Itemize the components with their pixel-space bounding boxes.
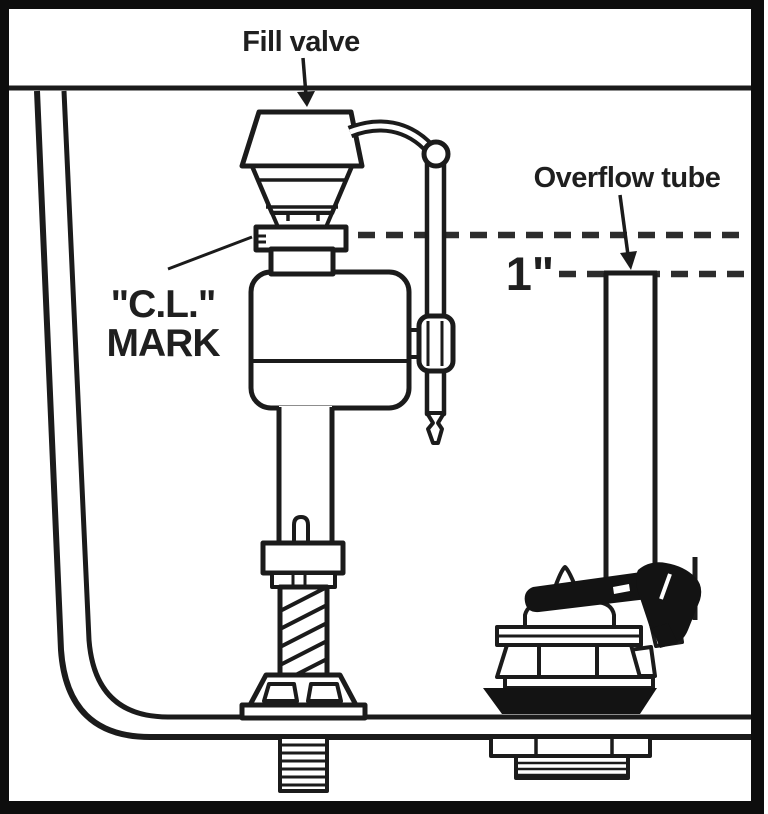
- fill-valve-cap: [239, 109, 365, 169]
- label-cl-mark-line1: "C.L.": [111, 283, 216, 326]
- rod-tip: [425, 411, 446, 445]
- flush-valve-drawing: [483, 557, 702, 780]
- label-overflow-tube: Overflow tube: [534, 162, 721, 194]
- overflow-tube-arrow: [618, 194, 637, 270]
- fill-valve-drawing: [239, 109, 456, 793]
- float-rod: [424, 155, 447, 417]
- flapper-arm-hub: [636, 562, 702, 644]
- base-plate: [239, 702, 368, 721]
- label-cl-mark-line2: MARK: [107, 322, 221, 365]
- arm-joint: [421, 139, 451, 169]
- cl-mark-leader-line: [167, 235, 253, 271]
- label-fill-valve: Fill valve: [242, 26, 360, 58]
- mounting-nut: [260, 540, 346, 576]
- overflow-tube-drawing: [603, 270, 658, 605]
- flush-valve-spud: [489, 735, 652, 780]
- shank-peg: [292, 515, 310, 541]
- under-tank-threads: [278, 735, 329, 793]
- fill-valve-body: [248, 269, 412, 411]
- label-one-inch: 1": [506, 247, 554, 300]
- callout-labels: Fill valve Overflow tube "C.L." MARK 1": [107, 26, 722, 365]
- fill-valve-arrow: [297, 57, 315, 107]
- tank-outline: [9, 85, 751, 740]
- cap-detail: [286, 211, 320, 221]
- rod-clamp: [416, 313, 456, 374]
- flapper-arm: [524, 572, 648, 613]
- flush-valve-gasket: [483, 688, 657, 714]
